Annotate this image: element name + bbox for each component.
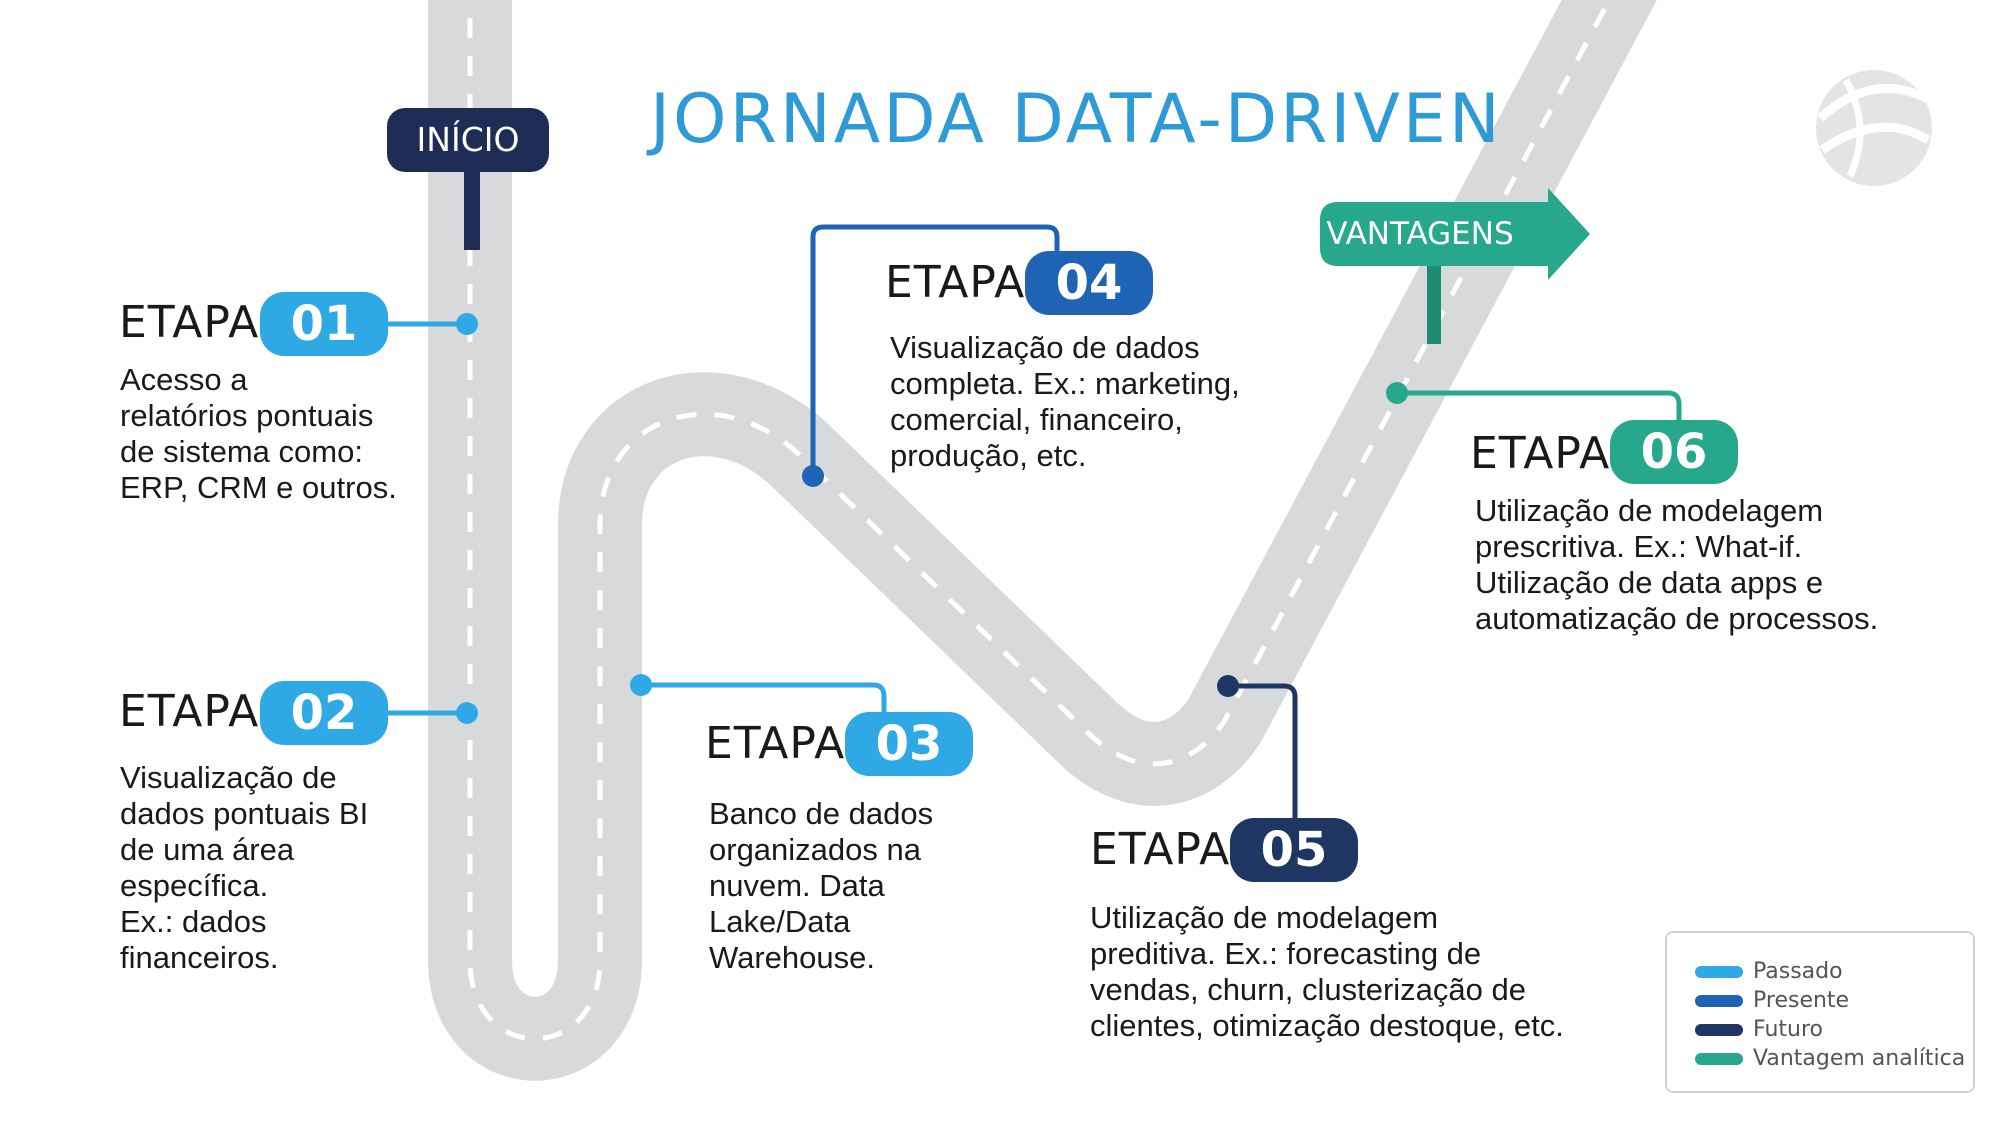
advantages-sign-post xyxy=(1427,262,1441,344)
connector-dot-stage-04 xyxy=(802,465,824,487)
legend-swatch-future xyxy=(1695,1023,1743,1036)
legend-swatch-present xyxy=(1695,994,1743,1007)
advantages-sign-arrow xyxy=(1320,188,1590,280)
connector-stage-06 xyxy=(1397,390,1682,424)
stage-04-line: Visualização de dados xyxy=(890,330,1200,365)
stage-06-line: Utilização de modelagem xyxy=(1475,493,1824,528)
stage-03-line: nuvem. Data xyxy=(709,868,885,903)
stage-05-label: ETAPA xyxy=(1090,824,1231,875)
start-sign: INÍCIO xyxy=(387,108,549,172)
legend-swatch-past xyxy=(1695,965,1743,978)
stage-06-label: ETAPA xyxy=(1470,428,1611,479)
legend-swatch-advantage xyxy=(1695,1052,1743,1065)
legend: Passado Presente Futuro Vantagem analíti… xyxy=(1665,931,1975,1093)
stage-02-line: de uma área xyxy=(120,832,295,867)
connector-stage-03 xyxy=(641,682,887,722)
connector-stage-04 xyxy=(810,224,1060,476)
stage-02-badge: 02 xyxy=(260,681,388,745)
stage-02-line: Visualização de xyxy=(120,760,337,795)
stage-04-badge: 04 xyxy=(1025,251,1153,315)
stage-01-line: ERP, CRM e outros. xyxy=(120,470,397,505)
stage-05-line: preditiva. Ex.: forecasting de xyxy=(1090,936,1482,971)
start-sign-post xyxy=(464,170,480,250)
legend-label-present: Presente xyxy=(1753,988,1850,1013)
stage-04-line: completa. Ex.: marketing, xyxy=(890,366,1240,401)
legend-label-future: Futuro xyxy=(1753,1017,1823,1042)
stage-04-description: Visualização de dados completa. Ex.: mar… xyxy=(890,330,1240,474)
stage-05-line: clientes, otimização destoque, etc. xyxy=(1090,1008,1564,1043)
stage-03-description: Banco de dados organizados na nuvem. Dat… xyxy=(709,796,933,976)
connector-dot-stage-06 xyxy=(1386,382,1408,404)
legend-label-advantage: Vantagem analítica xyxy=(1753,1046,1966,1071)
stage-06-line: prescritiva. Ex.: What-if. xyxy=(1475,529,1803,564)
stage-04-line: produção, etc. xyxy=(890,438,1087,473)
stage-06-line: Utilização de data apps e xyxy=(1475,565,1824,600)
legend-item-advantage: Vantagem analítica xyxy=(1695,1044,1973,1073)
stage-01-description: Acesso a relatórios pontuais de sistema … xyxy=(120,362,397,506)
stage-03-label: ETAPA xyxy=(705,718,846,769)
stage-05-description: Utilização de modelagem preditiva. Ex.: … xyxy=(1090,900,1564,1044)
legend-label-past: Passado xyxy=(1753,959,1843,984)
stage-05-badge: 05 xyxy=(1230,818,1358,882)
stage-02-line: específica. xyxy=(120,868,269,903)
stage-04-line: comercial, financeiro, xyxy=(890,402,1183,437)
stage-01-label: ETAPA xyxy=(119,297,260,348)
stage-03-line: Banco de dados xyxy=(709,796,934,831)
legend-item-future: Futuro xyxy=(1695,1015,1973,1044)
legend-item-present: Presente xyxy=(1695,986,1973,1015)
connector-dot-stage-05 xyxy=(1217,675,1239,697)
stage-02-line: Ex.: dados xyxy=(120,904,267,939)
stage-03-line: Warehouse. xyxy=(709,940,875,975)
stage-05-line: vendas, churn, clusterização de xyxy=(1090,972,1526,1007)
stage-03-line: Lake/Data xyxy=(709,904,851,939)
road-center-line xyxy=(467,0,1613,1042)
legend-item-past: Passado xyxy=(1695,957,1973,986)
stage-06-line: automatização de processos. xyxy=(1475,601,1879,636)
page-title: JORNADA DATA-DRIVEN xyxy=(650,80,1503,159)
connector-dot-stage-01 xyxy=(456,313,478,335)
stage-01-line: Acesso a xyxy=(120,362,248,397)
stage-02-line: dados pontuais BI xyxy=(120,796,369,831)
stage-01-badge: 01 xyxy=(260,292,388,356)
globe-logo-icon xyxy=(1816,70,1933,186)
stage-04-label: ETAPA xyxy=(885,257,1026,308)
stage-01-line: relatórios pontuais xyxy=(120,398,374,433)
stage-02-label: ETAPA xyxy=(119,686,260,737)
advantages-sign: VANTAGENS xyxy=(1326,216,1514,252)
stage-02-description: Visualização de dados pontuais BI de uma… xyxy=(120,760,368,976)
connector-stage-05 xyxy=(1228,683,1298,824)
connector-dot-stage-02 xyxy=(456,702,478,724)
stage-05-line: Utilização de modelagem xyxy=(1090,900,1439,935)
stage-01-line: de sistema como: xyxy=(120,434,363,469)
stage-06-badge: 06 xyxy=(1610,420,1738,484)
stage-06-description: Utilização de modelagem prescritiva. Ex.… xyxy=(1475,493,1878,637)
stage-03-badge: 03 xyxy=(845,712,973,776)
connector-dot-stage-03 xyxy=(630,674,652,696)
stage-03-line: organizados na xyxy=(709,832,921,867)
stage-02-line: financeiros. xyxy=(120,940,279,975)
